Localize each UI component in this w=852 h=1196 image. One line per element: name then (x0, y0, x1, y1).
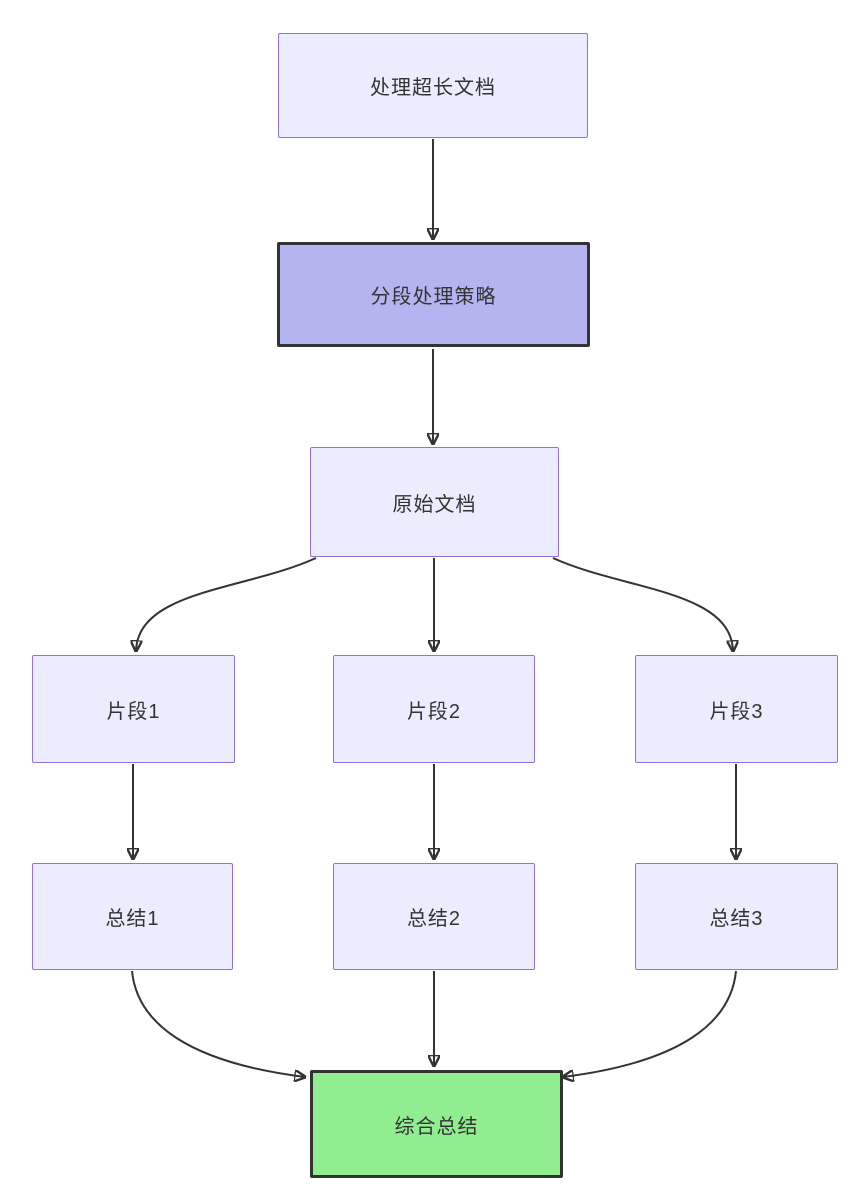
edge-c-d3 (552, 557, 733, 651)
node-label: 原始文档 (392, 493, 477, 516)
node-summary-2: 总结2 (333, 863, 535, 970)
node-summary-1: 总结1 (32, 863, 233, 970)
node-fragment-2: 片段2 (333, 655, 535, 763)
node-handle-long-document: 处理超长文档 (278, 33, 588, 138)
node-segmented-processing-strategy: 分段处理策略 (277, 242, 590, 347)
node-label: 总结1 (105, 908, 160, 930)
edge-c-d1 (136, 557, 317, 651)
node-label: 总结2 (406, 908, 462, 930)
edge-s3-f (563, 970, 737, 1077)
edge-s1-f (131, 970, 305, 1077)
node-fragment-1: 片段1 (32, 655, 235, 763)
node-label: 片段2 (406, 700, 462, 723)
node-label: 处理超长文档 (370, 77, 496, 99)
node-summary-3: 总结3 (635, 863, 838, 970)
node-combined-summary: 综合总结 (310, 1070, 563, 1178)
node-fragment-3: 片段3 (635, 655, 838, 763)
node-label: 片段3 (709, 700, 764, 723)
node-label: 片段1 (106, 700, 161, 723)
node-original-document: 原始文档 (310, 447, 559, 557)
node-label: 总结3 (709, 908, 764, 930)
node-label: 分段处理策略 (370, 286, 497, 308)
node-label: 综合总结 (394, 1115, 479, 1138)
